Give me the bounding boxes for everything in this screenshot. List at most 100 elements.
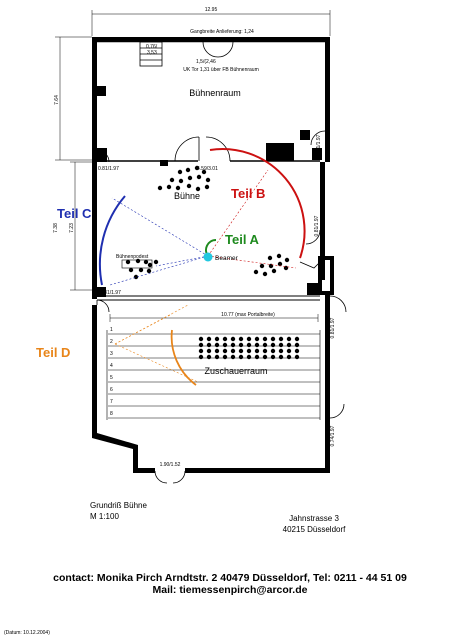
seat-dot — [201, 169, 207, 175]
seat-dot — [286, 336, 292, 342]
row-number: 2 — [110, 339, 113, 345]
seat-dot — [128, 267, 134, 273]
buehnenpodest-box — [121, 259, 153, 269]
row-number: 3 — [110, 351, 113, 357]
gangbreite-label: Gangbreite Anlieferung: 1,24 — [190, 29, 254, 35]
seat-dot — [294, 354, 300, 360]
seat-dot — [198, 336, 204, 342]
door-center-label: 4.59/3.01 — [197, 166, 218, 172]
datum-note: (Datum: 10.12.2004) — [4, 630, 50, 636]
door-left-lower-label: 0.81/1.97 — [100, 290, 121, 296]
walls — [92, 37, 334, 473]
seat-dot — [294, 348, 300, 354]
door-top-label: 1,5/(2,46 — [196, 59, 216, 65]
beamer-dot — [203, 252, 213, 262]
teil-c-arc — [98, 195, 126, 286]
seat-dot — [262, 348, 268, 354]
seat-dot — [270, 336, 276, 342]
seat-dot — [267, 255, 273, 261]
address-street: Jahnstrasse 3 — [289, 514, 339, 523]
seat-dot — [259, 263, 265, 269]
seat-dot — [146, 268, 152, 274]
seat-dot — [254, 354, 260, 360]
door-right-lower-label: 0.81/1.97 — [330, 317, 336, 338]
seat-dot — [185, 167, 191, 173]
uk-tor-label: UK Tor 1,31 über FB Bühnenraum — [183, 67, 259, 73]
seat-dot — [254, 348, 260, 354]
portal-width-label: 10.77 (max Portalbreite) — [221, 312, 275, 318]
seating-row-lines — [108, 333, 320, 419]
seat-dot — [133, 274, 139, 280]
seat-dot — [222, 342, 228, 348]
seat-dot — [283, 265, 289, 271]
door-right-upper-label: 0.81/1.97 — [316, 134, 322, 155]
row-number: 8 — [110, 411, 113, 417]
seat-dot — [238, 348, 244, 354]
left-upper-label-1: 7.38 — [53, 223, 59, 233]
seat-dot — [284, 257, 290, 263]
seat-dot — [222, 354, 228, 360]
door-left-upper-label: 0.81/1.97 — [98, 166, 119, 172]
seat-dot — [125, 259, 131, 265]
seat-dot — [214, 348, 220, 354]
seat-dot — [187, 175, 193, 181]
row-number: 7 — [110, 399, 113, 405]
seat-dot — [270, 348, 276, 354]
teil-b-label: Teil B — [231, 186, 265, 201]
seat-dot — [270, 342, 276, 348]
room-buehnenpodest: Bühnenpodest — [116, 254, 149, 260]
seat-dot — [277, 261, 283, 267]
stair-label-b: 3,53 — [147, 50, 157, 56]
address-city: 40215 Düsseldorf — [283, 525, 346, 534]
teil-a-label: Teil A — [225, 232, 260, 247]
seat-dot — [262, 342, 268, 348]
seat-dot — [230, 354, 236, 360]
seat-dot — [206, 336, 212, 342]
left-upper-label-2: 7.23 — [69, 223, 75, 233]
seat-dot — [286, 354, 292, 360]
seat-dot — [246, 342, 252, 348]
seat-dot — [246, 336, 252, 342]
seat-dot — [268, 263, 274, 269]
teil-c-label: Teil C — [57, 206, 92, 221]
seat-dot — [262, 271, 268, 277]
beamer-label: Beamer — [215, 255, 239, 262]
seat-dot — [278, 348, 284, 354]
room-buehnenraum: Bühnenraum — [189, 88, 241, 98]
room-zuschauerraum: Zuschauerraum — [204, 366, 267, 376]
seat-dot — [230, 336, 236, 342]
seat-dot — [278, 354, 284, 360]
room-buehne: Bühne — [174, 191, 200, 201]
seat-dot — [214, 342, 220, 348]
seat-dot — [143, 259, 149, 265]
overall-width-label: 12.95 — [205, 7, 218, 13]
seat-dot — [147, 262, 153, 268]
seat-dot — [196, 174, 202, 180]
left-stage-height-label: 7.64 — [54, 95, 60, 105]
seat-dot — [206, 348, 212, 354]
seat-dot — [205, 177, 211, 183]
seat-dot — [286, 342, 292, 348]
seat-dot — [204, 184, 210, 190]
seat-dot — [175, 185, 181, 191]
seat-dot — [276, 253, 282, 259]
seat-dot — [262, 354, 268, 360]
teil-arcs — [98, 148, 306, 386]
contact-line-2: Mail: tiemessenpirch@arcor.de — [152, 584, 308, 596]
seat-dot — [238, 342, 244, 348]
teil-d-arc — [170, 329, 197, 386]
seat-dot — [214, 354, 220, 360]
seat-dot — [138, 267, 144, 273]
teil-b-arc — [209, 148, 306, 259]
seat-dot — [230, 342, 236, 348]
door-bottom-label: 1.90/1.52 — [160, 462, 181, 468]
seat-dot — [294, 342, 300, 348]
seat-dot — [206, 342, 212, 348]
seat-dot — [195, 186, 201, 192]
legend-scale: M 1:100 — [90, 512, 119, 521]
teil-d-label: Teil D — [36, 345, 70, 360]
row-number: 5 — [110, 375, 113, 381]
seat-dot — [254, 342, 260, 348]
seat-dot — [238, 336, 244, 342]
